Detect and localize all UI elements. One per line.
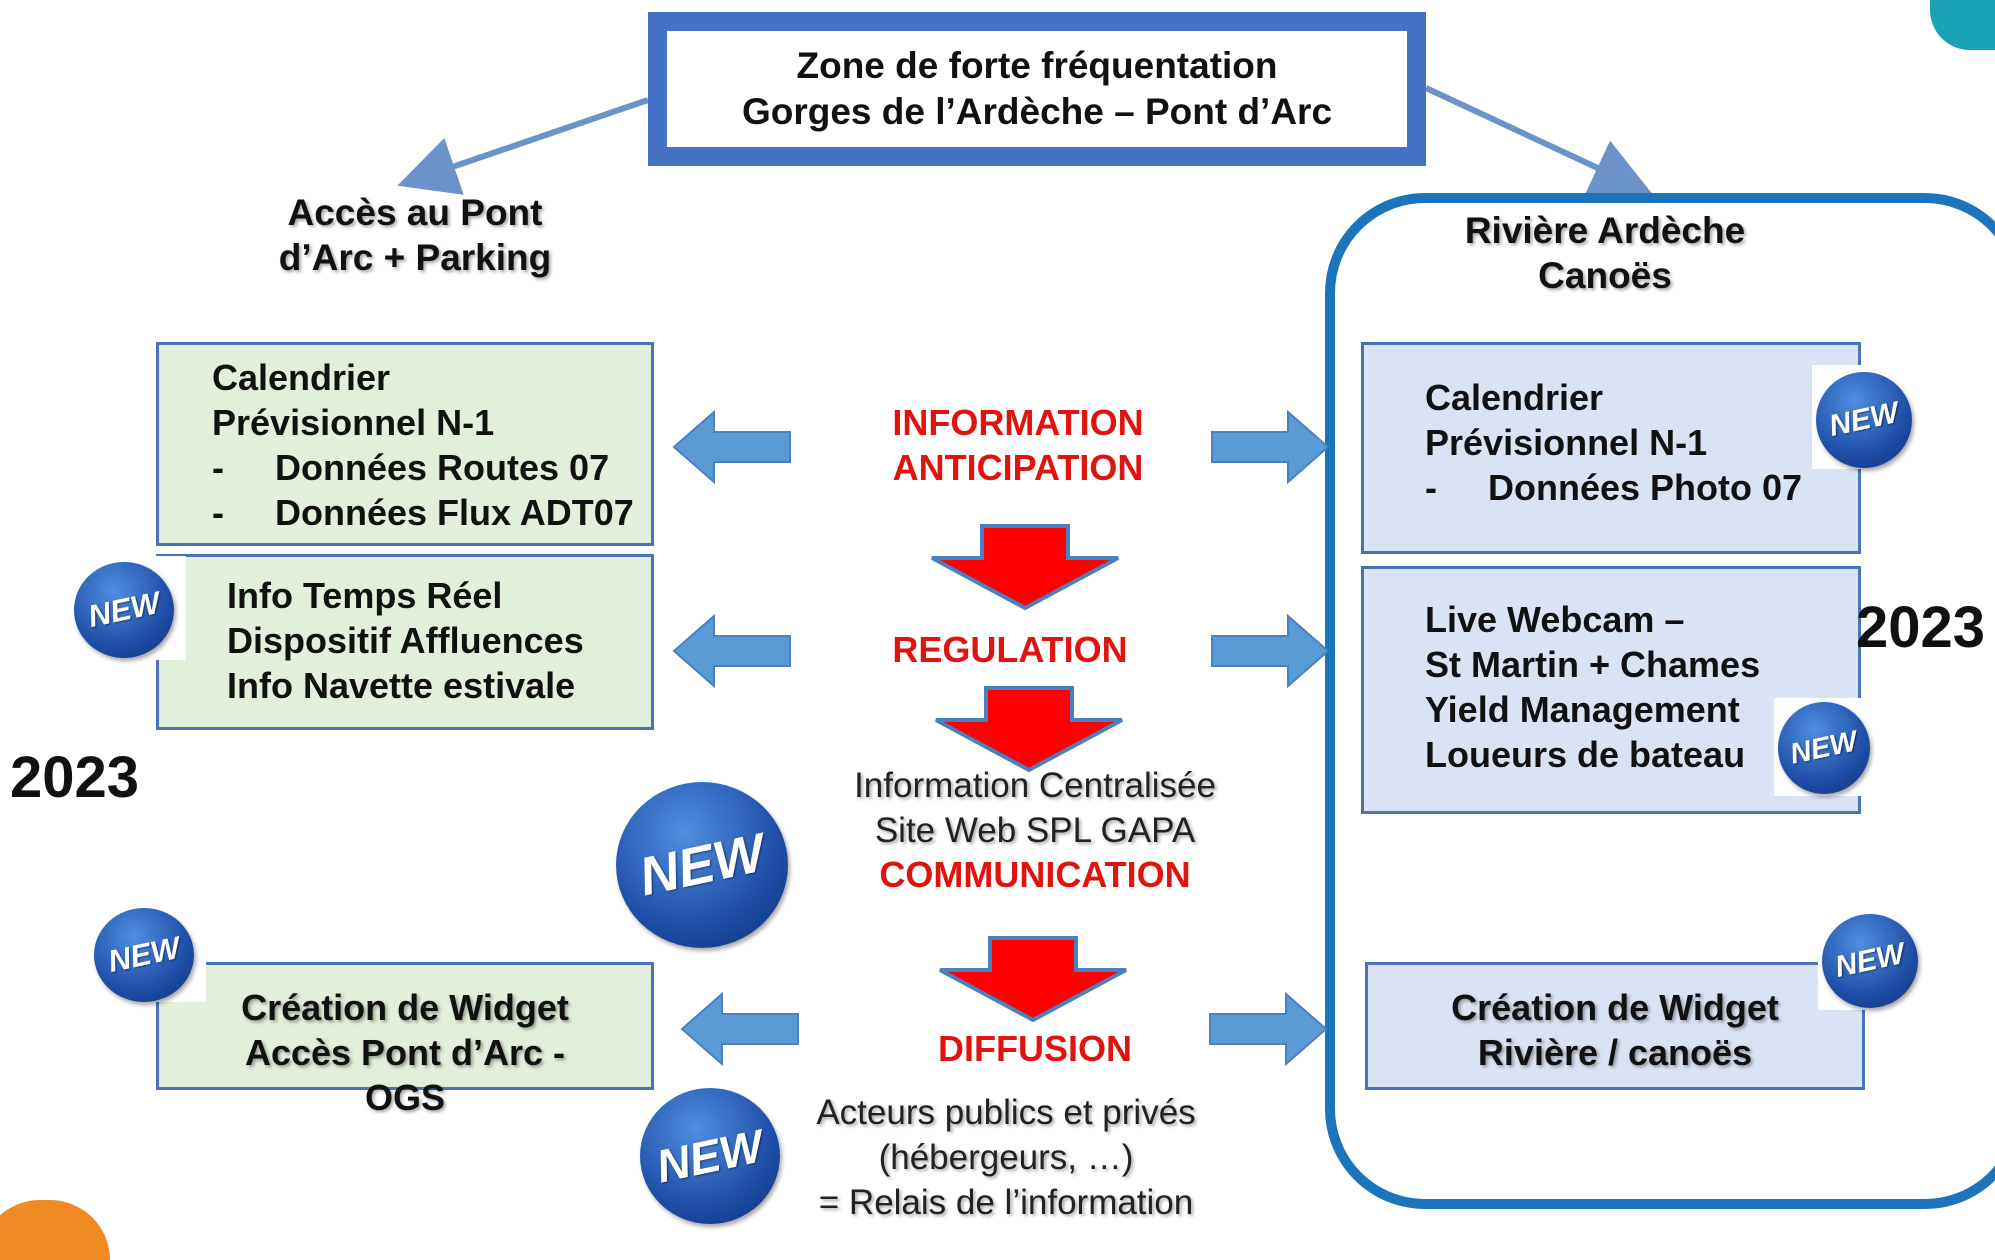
right-webcam-box: Live Webcam – St Martin + Chames Yield M… (1361, 566, 1861, 814)
new-badge-icon: NEW (74, 562, 174, 658)
arrow-left-2 (672, 614, 791, 688)
right-header-line-2: Canoës (1538, 255, 1672, 296)
arrow-left-1 (672, 410, 791, 484)
left-widget-box: Création de Widget Accès Pont d’Arc - OG… (156, 962, 654, 1118)
right-header-line-1: Rivière Ardèche (1464, 210, 1746, 251)
new-badge-icon: NEW (640, 1088, 780, 1224)
label-communication: COMMUNICATION (879, 854, 1191, 895)
left-widget-line-1: Création de Widget (241, 987, 569, 1028)
new-badge-icon: NEW (616, 782, 788, 948)
arrow-right-3 (1209, 992, 1328, 1066)
left-widget-line-3: OGS (364, 1077, 445, 1118)
dash-1: - (212, 447, 224, 488)
left-realtime-line-3: Info Navette estivale (227, 665, 576, 706)
right-calendar-item-1: Données Photo 07 (1488, 467, 1803, 508)
left-calendar-item-1: Données Routes 07 (275, 447, 610, 488)
new-badge-icon: NEW (94, 908, 194, 1002)
label-regulation: REGULATION (892, 629, 1128, 670)
label-information: INFORMATION (892, 402, 1144, 443)
dash-3: - (1425, 467, 1437, 508)
red-arrow-3 (939, 936, 1127, 1022)
title-connectors (397, 85, 1652, 195)
right-webcam-line-2: St Martin + Chames (1425, 644, 1761, 685)
label-diffusion: DIFFUSION (938, 1028, 1132, 1069)
title-line-2: Gorges de l’Ardèche – Pont d’Arc (741, 91, 1333, 132)
left-calendar-line-1: Calendrier (212, 357, 391, 398)
right-webcam-line-1: Live Webcam – (1425, 599, 1685, 640)
new-badge-icon: NEW (1822, 914, 1918, 1008)
label-site-web: Site Web SPL GAPA (874, 811, 1196, 850)
red-arrow-1 (931, 524, 1119, 610)
right-widget-line-2: Rivière / canoës (1477, 1032, 1753, 1073)
left-realtime-line-1: Info Temps Réel (227, 575, 503, 616)
right-widget-line-1: Création de Widget (1451, 987, 1779, 1028)
new-badge-icon: NEW (1816, 372, 1912, 468)
right-webcam-line-3: Yield Management (1425, 689, 1740, 730)
left-header-line-2: d’Arc + Parking (278, 237, 552, 278)
label-anticipation: ANTICIPATION (892, 447, 1144, 488)
dash-2: - (212, 492, 224, 533)
label-acteurs-line-2: (hébergeurs, …) (878, 1138, 1134, 1177)
right-header: Rivière Ardèche Canoës (1440, 208, 1770, 298)
arrow-right-1 (1211, 410, 1330, 484)
red-arrow-2 (935, 686, 1123, 772)
right-calendar-box: Calendrier Prévisionnel N-1 - Données Pho… (1361, 342, 1861, 554)
right-webcam-line-4: Loueurs de bateau (1425, 734, 1746, 775)
right-calendar-line-1: Calendrier (1425, 377, 1604, 418)
connector-right (1424, 85, 1652, 195)
left-header-line-1: Accès au Pont (287, 192, 543, 233)
label-info-centralisee: Information Centralisée Site Web SPL GAP… (785, 763, 1285, 853)
left-calendar-line-2: Prévisionnel N-1 (212, 402, 495, 443)
right-calendar-line-2: Prévisionnel N-1 (1425, 422, 1708, 463)
arrow-left-3 (680, 992, 799, 1066)
left-calendar-item-2: Données Flux ADT07 (275, 492, 634, 533)
right-widget-box: Création de Widget Rivière / canoës (1365, 962, 1865, 1090)
title-box: Zone de forte fréquentation Gorges de l’… (648, 12, 1426, 166)
left-calendar-box: Calendrier Prévisionnel N-1 - Données Rou… (156, 342, 654, 546)
label-acteurs-line-3: = Relais de l’information (818, 1183, 1194, 1222)
left-widget-line-2: Accès Pont d’Arc - (244, 1032, 566, 1073)
river-container (1325, 193, 1995, 1209)
left-header: Accès au Pont d’Arc + Parking (250, 190, 580, 280)
arrow-right-2 (1211, 614, 1330, 688)
left-realtime-box: Info Temps Réel Dispositif Affluences In… (156, 554, 654, 730)
left-realtime-line-2: Dispositif Affluences (227, 620, 584, 661)
year-right: 2023 (1856, 595, 1986, 660)
label-information-centralisee: Information Centralisée (854, 766, 1216, 805)
year-left: 2023 (10, 745, 140, 810)
new-badge-icon: NEW (1778, 702, 1870, 794)
label-information-anticipation: INFORMATION ANTICIPATION (818, 400, 1218, 490)
title-line-1: Zone de forte fréquentation (796, 45, 1278, 86)
connector-left (397, 97, 649, 195)
label-acteurs-line-1: Acteurs publics et privés (816, 1093, 1196, 1132)
label-acteurs: Acteurs publics et privés (hébergeurs, …… (756, 1090, 1256, 1225)
